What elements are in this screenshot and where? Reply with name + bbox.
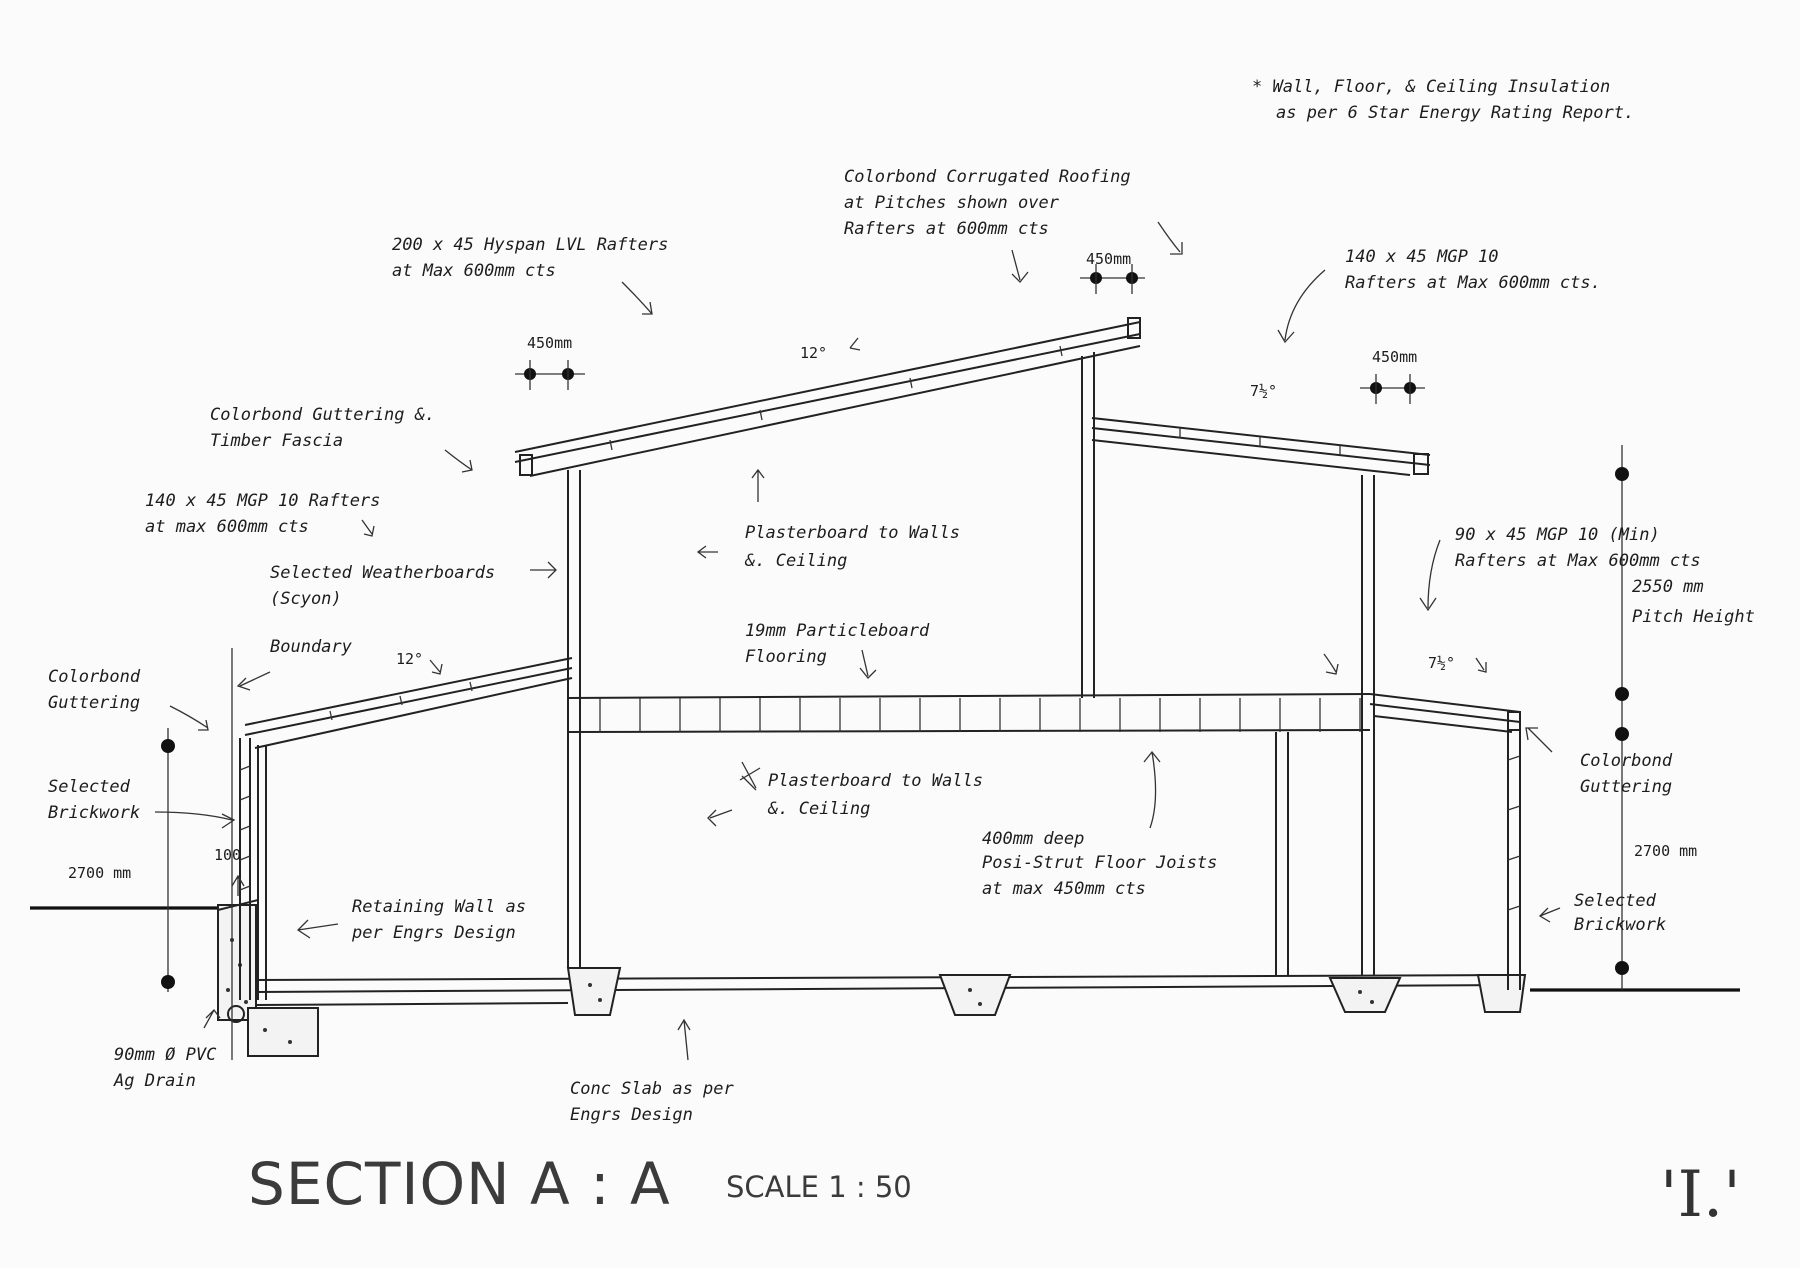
note-guttering-right-line1: Colorbond bbox=[1580, 751, 1673, 771]
dimension-450-center bbox=[1080, 264, 1145, 294]
note-brickwork-right-line1: Selected bbox=[1574, 891, 1657, 911]
ground-slab bbox=[255, 967, 1527, 1016]
label-height-left: 2700 mm bbox=[68, 864, 131, 882]
roof-lower-left bbox=[244, 657, 573, 749]
note-insulation-line1: * Wall, Floor, & Ceiling Insulation bbox=[1252, 77, 1610, 97]
note-agdrain-line1: 90mm Ø PVC bbox=[114, 1045, 217, 1065]
note-roofing-line2: at Pitches shown over bbox=[844, 193, 1060, 213]
dimension-450-right bbox=[1360, 374, 1425, 404]
note-guttering-fascia-line2: Timber Fascia bbox=[210, 431, 343, 451]
leader-arrows bbox=[154, 221, 1561, 1061]
note-agdrain-line2: Ag Drain bbox=[113, 1071, 196, 1091]
note-joists-line1: 400mm deep bbox=[982, 829, 1084, 849]
section-title: SECTION A : A bbox=[248, 1150, 671, 1218]
label-450-right: 450mm bbox=[1372, 348, 1417, 366]
note-joists-line2: Posi-Strut Floor Joists bbox=[982, 853, 1217, 873]
roof-lower-right bbox=[1369, 693, 1521, 733]
note-rafters-left-line2: at max 600mm cts bbox=[145, 517, 309, 537]
note-roofing-line1: Colorbond Corrugated Roofing bbox=[844, 167, 1131, 187]
note-boundary: Boundary bbox=[270, 637, 353, 657]
label-brick-100: 100 bbox=[214, 846, 241, 864]
note-retaining-line2: per Engrs Design bbox=[351, 923, 516, 943]
note-hyspan-line2: at Max 600mm cts bbox=[392, 261, 556, 281]
label-450-left: 450mm bbox=[527, 334, 572, 352]
roof-upper-main bbox=[514, 317, 1141, 477]
note-pitch-height-line1: 2550 mm bbox=[1632, 577, 1704, 597]
note-rafters-right-line2: Rafters at Max 600mm cts. bbox=[1345, 273, 1601, 293]
wall-center-left bbox=[567, 470, 581, 968]
wall-center-tall bbox=[1081, 352, 1095, 698]
brick-wall-right bbox=[1507, 730, 1521, 990]
note-rafters-90-line2: Rafters at Max 600mm cts bbox=[1455, 551, 1701, 571]
wall-frame-left bbox=[257, 745, 267, 1000]
retaining-wall bbox=[217, 899, 319, 1057]
note-insulation-line2: as per 6 Star Energy Rating Report. bbox=[1276, 103, 1634, 123]
note-retaining-line1: Retaining Wall as bbox=[352, 897, 526, 917]
sheet-number: 'I.' bbox=[1660, 1158, 1741, 1232]
height-dimension-right bbox=[1615, 445, 1629, 990]
note-hyspan-line1: 200 x 45 Hyspan LVL Rafters bbox=[392, 235, 668, 255]
upper-floor-joists bbox=[567, 693, 1371, 733]
note-roofing-line3: Rafters at 600mm cts bbox=[844, 219, 1049, 239]
note-slab-line2: Engrs Design bbox=[570, 1105, 693, 1125]
note-brickwork-left-line1: Selected bbox=[48, 777, 131, 797]
note-guttering-fascia-line1: Colorbond Guttering &. bbox=[210, 405, 435, 425]
note-plasterboard-lower-line1: Plasterboard to Walls bbox=[768, 771, 983, 791]
dimension-450-left bbox=[515, 360, 585, 390]
note-plasterboard-lower-line2: &. Ceiling bbox=[767, 799, 870, 819]
label-height-right: 2700 mm bbox=[1634, 842, 1697, 860]
label-pitch-12-upper: 12° bbox=[800, 344, 827, 362]
note-guttering-left-line1: Colorbond bbox=[48, 667, 141, 687]
note-brickwork-right-line2: Brickwork bbox=[1574, 915, 1666, 935]
label-450-center: 450mm bbox=[1086, 250, 1131, 268]
label-pitch-7-lower: 7½° bbox=[1428, 654, 1455, 672]
height-dimension-left bbox=[161, 728, 175, 992]
ag-drain-pipe bbox=[227, 1005, 245, 1023]
label-pitch-7-upper: 7½° bbox=[1250, 382, 1277, 400]
note-guttering-left-line2: Guttering bbox=[48, 693, 140, 713]
brick-wall-left bbox=[239, 738, 251, 1000]
note-plasterboard-upper-line2: &. Ceiling bbox=[744, 551, 847, 571]
note-rafters-90-line1: 90 x 45 MGP 10 (Min) bbox=[1455, 525, 1660, 545]
note-slab-line1: Conc Slab as per bbox=[570, 1079, 735, 1099]
note-rafters-right-line1: 140 x 45 MGP 10 bbox=[1345, 247, 1499, 267]
note-rafters-left-line1: 140 x 45 MGP 10 Rafters bbox=[145, 491, 380, 511]
note-guttering-right-line2: Guttering bbox=[1580, 777, 1672, 797]
note-weatherboards-line1: Selected Weatherboards bbox=[270, 563, 495, 583]
note-plasterboard-upper-line1: Plasterboard to Walls bbox=[745, 523, 960, 543]
column-inner bbox=[1275, 732, 1289, 975]
wall-right-upper bbox=[1361, 475, 1375, 975]
note-particleboard-line1: 19mm Particleboard bbox=[745, 621, 930, 641]
roof-upper-right bbox=[1091, 417, 1431, 476]
note-pitch-height-line2: Pitch Height bbox=[1632, 607, 1755, 627]
note-brickwork-left-line2: Brickwork bbox=[48, 803, 140, 823]
note-particleboard-line2: Flooring bbox=[745, 647, 827, 667]
note-weatherboards-line2: (Scyon) bbox=[270, 589, 342, 609]
label-pitch-12-lower: 12° bbox=[396, 650, 423, 668]
scale-label: SCALE 1 : 50 bbox=[726, 1170, 912, 1204]
note-joists-line3: at max 450mm cts bbox=[982, 879, 1146, 899]
